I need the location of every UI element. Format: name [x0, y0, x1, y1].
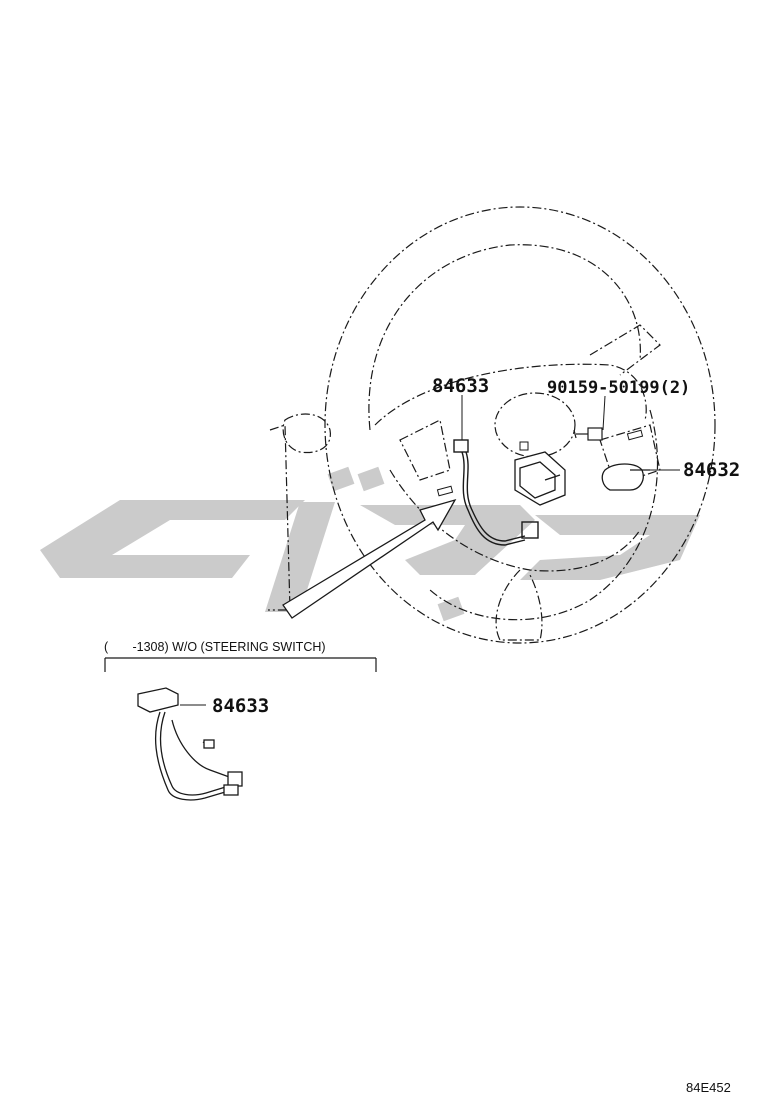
part-label-84633-variant: 84633	[212, 695, 269, 717]
variant-note: ( -1308) W/O (STEERING SWITCH)	[104, 640, 326, 654]
leader-lines	[180, 395, 680, 706]
part-label-84632: 84632	[683, 459, 740, 481]
steering-pad-switch-84632	[514, 451, 650, 506]
steering-wheel-outline	[268, 206, 716, 644]
part-label-84633: 84633	[432, 375, 489, 397]
watermark-logo	[40, 466, 700, 622]
part-label-90159-50199: 90159-50199(2)	[547, 378, 690, 398]
pointer-arrow	[282, 498, 457, 619]
figure-code: 84E452	[686, 1080, 731, 1095]
screw-90159-50199	[573, 427, 603, 441]
variant-bracket	[104, 657, 377, 672]
wire-harness-84633	[453, 439, 539, 546]
wire-harness-84633-variant	[137, 687, 243, 801]
steering-switch-details	[436, 429, 644, 497]
